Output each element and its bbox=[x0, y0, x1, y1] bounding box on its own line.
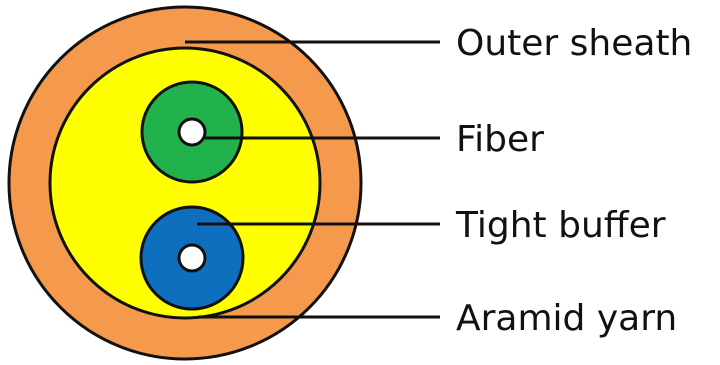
label-aramid-yarn: Aramid yarn bbox=[456, 298, 677, 339]
label-fiber: Fiber bbox=[456, 119, 544, 160]
fiber-bottom bbox=[177, 243, 207, 273]
fiber-top bbox=[177, 117, 207, 147]
label-tight-buffer: Tight buffer bbox=[455, 205, 666, 246]
label-outer-sheath: Outer sheath bbox=[456, 23, 692, 64]
